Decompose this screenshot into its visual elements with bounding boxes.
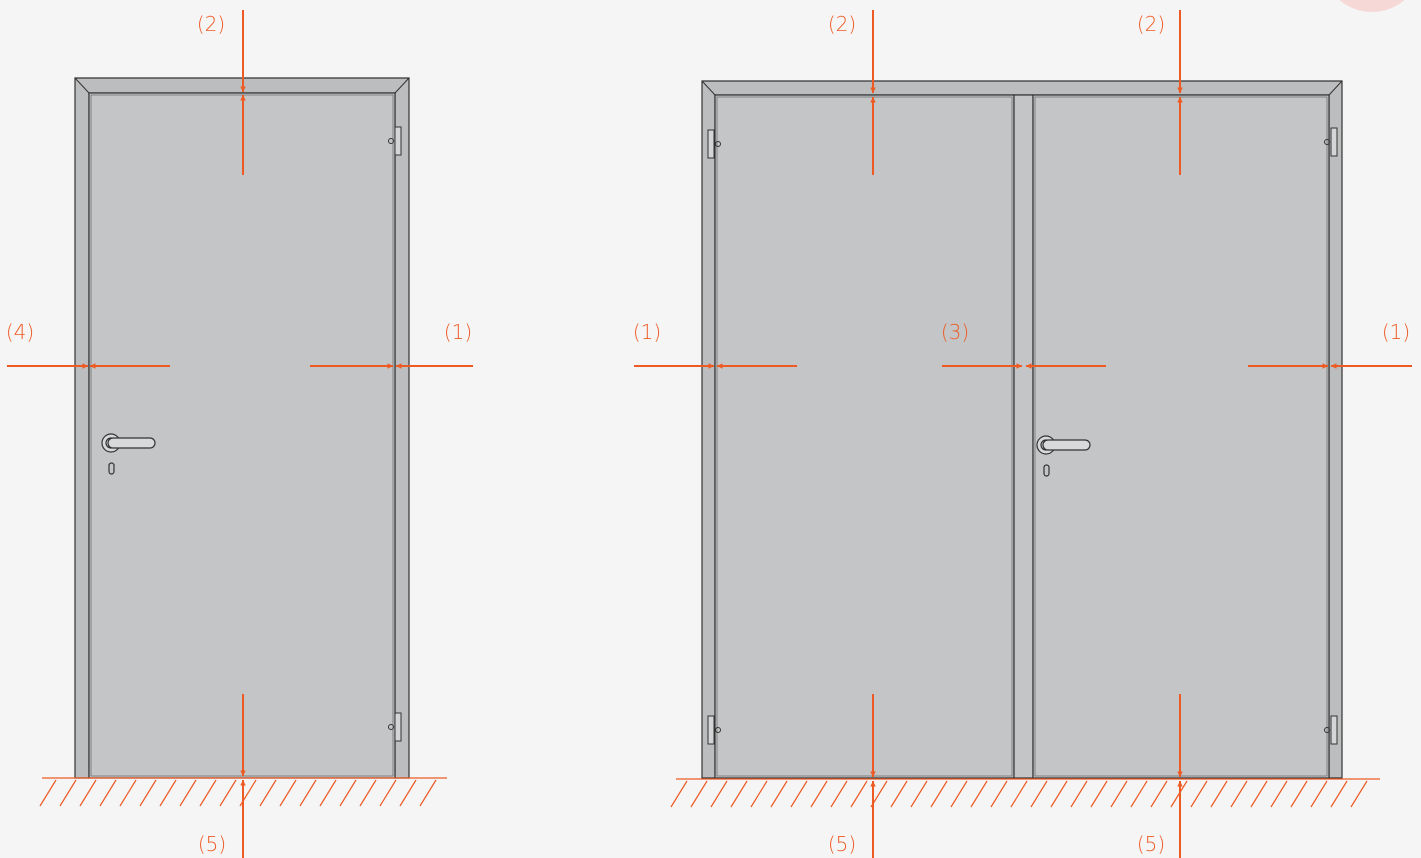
label-double-middle: (3) bbox=[941, 320, 969, 344]
hinge-icon bbox=[707, 129, 721, 159]
single-door bbox=[7, 10, 473, 858]
keyhole-icon bbox=[1043, 464, 1050, 477]
single-door-leaf bbox=[88, 92, 396, 779]
double-door-right-leaf bbox=[1032, 94, 1330, 779]
double-door-astragal bbox=[1013, 94, 1034, 779]
hinge-icon bbox=[707, 715, 721, 745]
label-double-right: (1) bbox=[1382, 320, 1410, 344]
double-door-left-leaf bbox=[714, 94, 1015, 779]
label-single-bottom: (5) bbox=[198, 832, 226, 856]
label-single-left: (4) bbox=[6, 320, 34, 344]
label-double-top-left: (2) bbox=[828, 12, 856, 36]
hinge-icon bbox=[1324, 127, 1338, 157]
label-single-top: (2) bbox=[197, 12, 225, 36]
double-door bbox=[634, 10, 1412, 858]
label-double-top-right: (2) bbox=[1137, 12, 1165, 36]
keyhole-icon bbox=[108, 462, 115, 475]
label-single-right: (1) bbox=[444, 320, 472, 344]
hinge-icon bbox=[1324, 715, 1338, 745]
hinge-icon bbox=[388, 126, 402, 156]
door-handle-icon bbox=[1036, 435, 1091, 455]
hinge-icon bbox=[388, 712, 402, 742]
double-floor-hatch bbox=[670, 778, 1380, 808]
label-double-left: (1) bbox=[633, 320, 661, 344]
corner-badge bbox=[1339, 0, 1405, 12]
label-double-bottom-left: (5) bbox=[828, 832, 856, 856]
label-double-bottom-right: (5) bbox=[1137, 832, 1165, 856]
door-handle-icon bbox=[101, 433, 156, 453]
single-floor-hatch bbox=[39, 777, 447, 807]
